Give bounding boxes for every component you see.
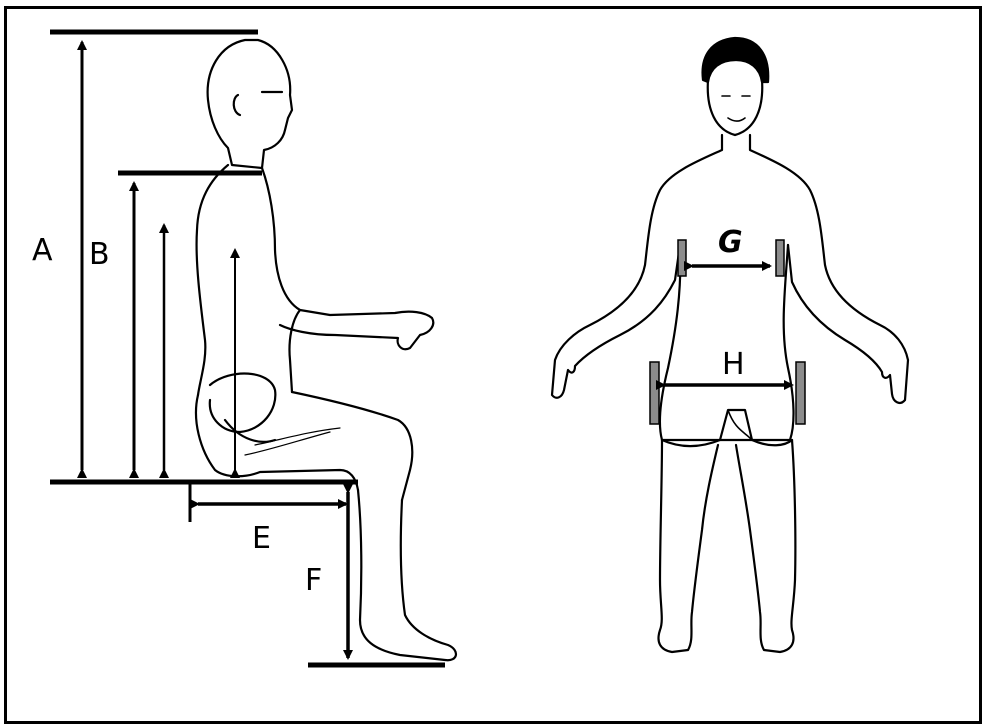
waist-caliper-right xyxy=(776,240,784,276)
label-g: G xyxy=(718,228,743,258)
waist-caliper-left xyxy=(678,240,686,276)
seated-lower-leg xyxy=(358,490,456,660)
standing-right-leg xyxy=(736,440,795,652)
hip-caliper-left xyxy=(650,362,659,424)
seated-head xyxy=(208,40,292,168)
standing-right-arm xyxy=(750,135,908,403)
label-h: H xyxy=(722,350,745,380)
reference-lines xyxy=(50,32,445,665)
label-e: E xyxy=(252,524,271,554)
standing-left-leg xyxy=(659,440,719,652)
hip-caliper-right xyxy=(796,362,805,424)
standing-head xyxy=(708,80,763,135)
label-a: A xyxy=(32,236,53,266)
standing-hair xyxy=(703,38,769,82)
label-b: B xyxy=(89,240,110,270)
label-f: F xyxy=(305,566,322,596)
seated-thigh xyxy=(196,395,358,490)
seated-arm xyxy=(262,168,433,349)
seated-back xyxy=(197,165,228,395)
standing-figure xyxy=(552,38,908,652)
